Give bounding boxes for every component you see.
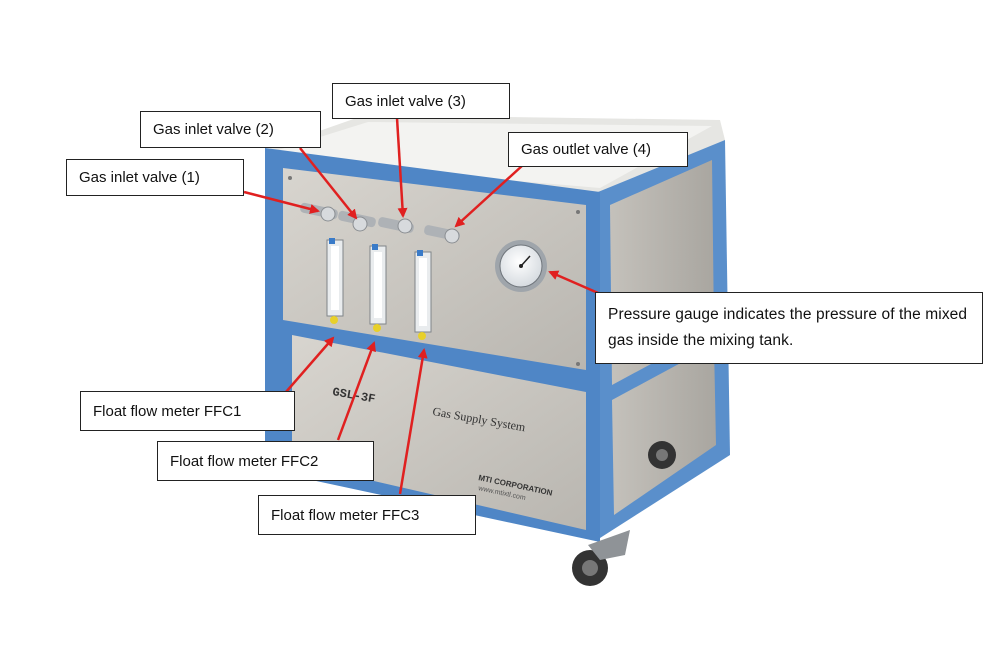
label-gas-inlet-valve-2: Gas inlet valve (2) <box>140 111 321 148</box>
arrow-valve3 <box>395 117 408 218</box>
label-float-flow-meter-ffc3: Float flow meter FFC3 <box>258 495 476 535</box>
pressure-gauge <box>495 240 547 292</box>
label-gas-inlet-valve-1: Gas inlet valve (1) <box>66 159 244 196</box>
arrow-ffc1 <box>285 336 335 393</box>
label-gas-outlet-valve-4: Gas outlet valve (4) <box>508 132 688 167</box>
callout-arrows <box>243 117 606 495</box>
arrow-valve4 <box>454 164 524 228</box>
lower-front-panel <box>292 335 586 530</box>
flow-meter-tubes <box>326 238 432 340</box>
label-float-flow-meter-ffc2: Float flow meter FFC2 <box>157 441 374 481</box>
arrow-valve2 <box>299 147 358 220</box>
arrow-valve1 <box>243 190 320 214</box>
label-gas-inlet-valve-3: Gas inlet valve (3) <box>332 83 510 119</box>
label-float-flow-meter-ffc1: Float flow meter FFC1 <box>80 391 295 431</box>
label-pressure-gauge: Pressure gauge indicates the pressure of… <box>595 292 983 364</box>
arrow-ffc2 <box>336 341 376 441</box>
arrow-ffc3 <box>398 348 428 495</box>
